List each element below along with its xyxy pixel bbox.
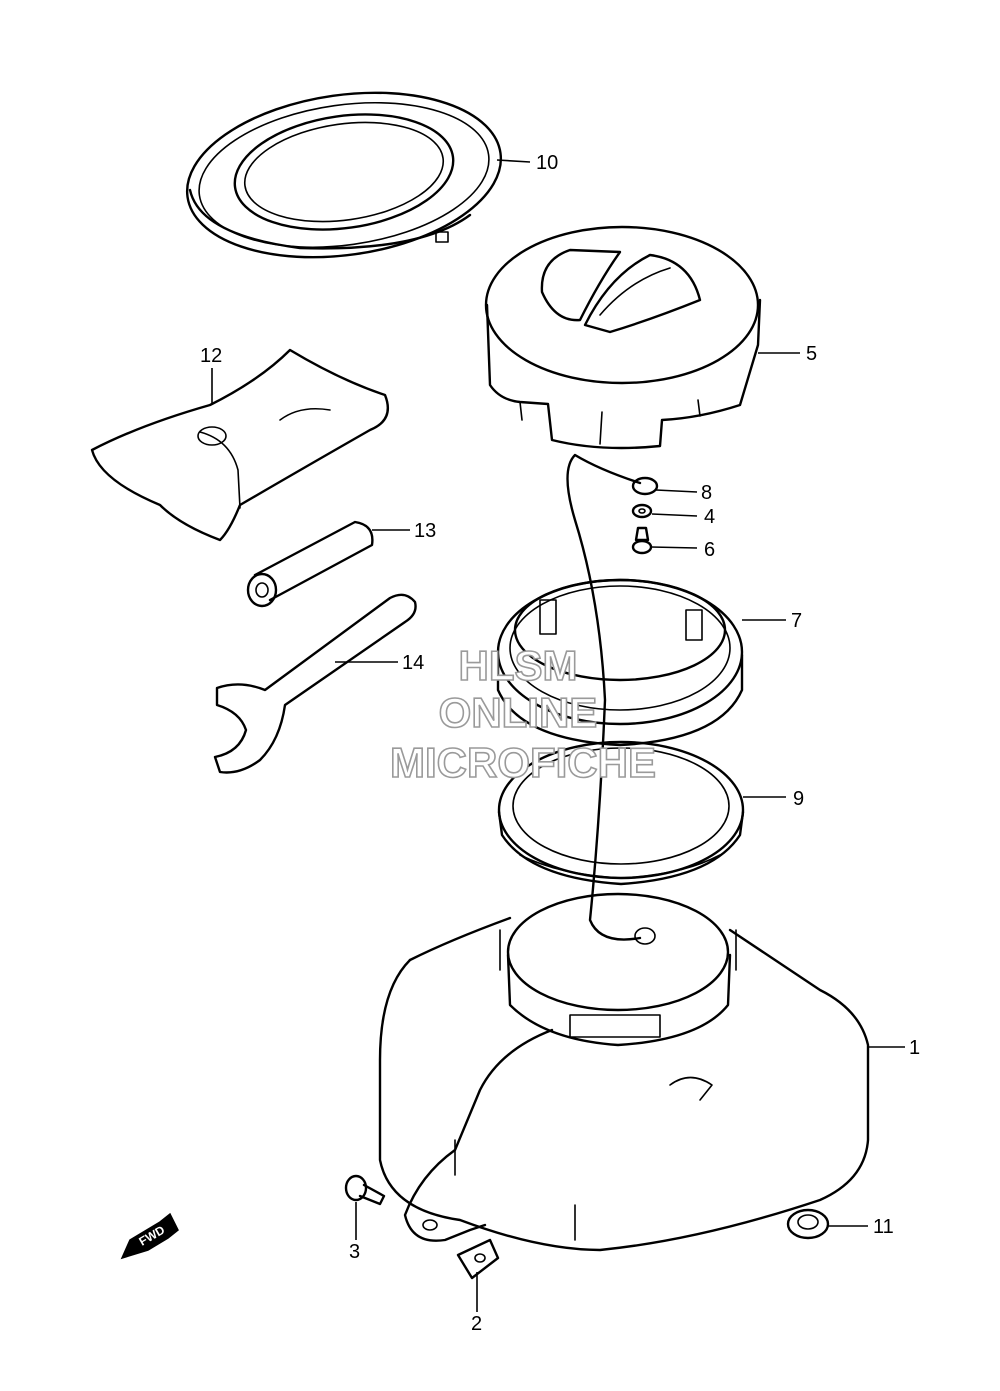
part-9-neck-seal[interactable] [497,740,745,886]
callout-8: 8 [701,482,712,504]
part-7-lock-ring[interactable] [496,578,744,747]
callout-7: 7 [791,610,802,632]
leader-lines [211,159,905,1312]
watermark: HLSM ONLINE MICROFICHE [389,641,657,787]
part-8-tether-strap[interactable] [566,453,659,945]
part-14-spanner-wrench[interactable] [213,593,417,774]
part-1-fuel-tank[interactable] [378,892,870,1252]
watermark-line-3: MICROFICHE [390,739,656,786]
part-13-tool-pin[interactable] [246,520,374,608]
part-4-washer[interactable] [631,503,653,519]
callout-14: 14 [402,652,424,674]
callout-1: 1 [909,1037,920,1059]
part-12-tool-bag[interactable] [90,348,390,542]
watermark-line-2: ONLINE [439,689,598,736]
callout-13: 13 [414,520,436,542]
callout-4: 4 [704,506,715,528]
callout-9: 9 [793,788,804,810]
forward-arrow-icon: FWD [120,1212,179,1260]
part-3-screw[interactable] [344,1174,386,1206]
callout-11: 11 [873,1216,894,1238]
callout-3: 3 [349,1241,360,1263]
callout-10: 10 [536,152,558,174]
watermark-line-1: HLSM [459,642,578,689]
tank-hose-bracket[interactable] [403,1028,554,1242]
callout-5: 5 [806,343,817,365]
part-11-grommet[interactable] [786,1208,830,1240]
callout-12: 12 [200,345,222,367]
callout-6: 6 [704,539,715,561]
part-6-screw[interactable] [631,526,653,555]
part-2-clip[interactable] [456,1238,500,1280]
part-5-fuel-cap[interactable] [484,225,762,450]
callout-2: 2 [471,1313,482,1335]
part-10-gasket-ring[interactable] [176,74,511,276]
